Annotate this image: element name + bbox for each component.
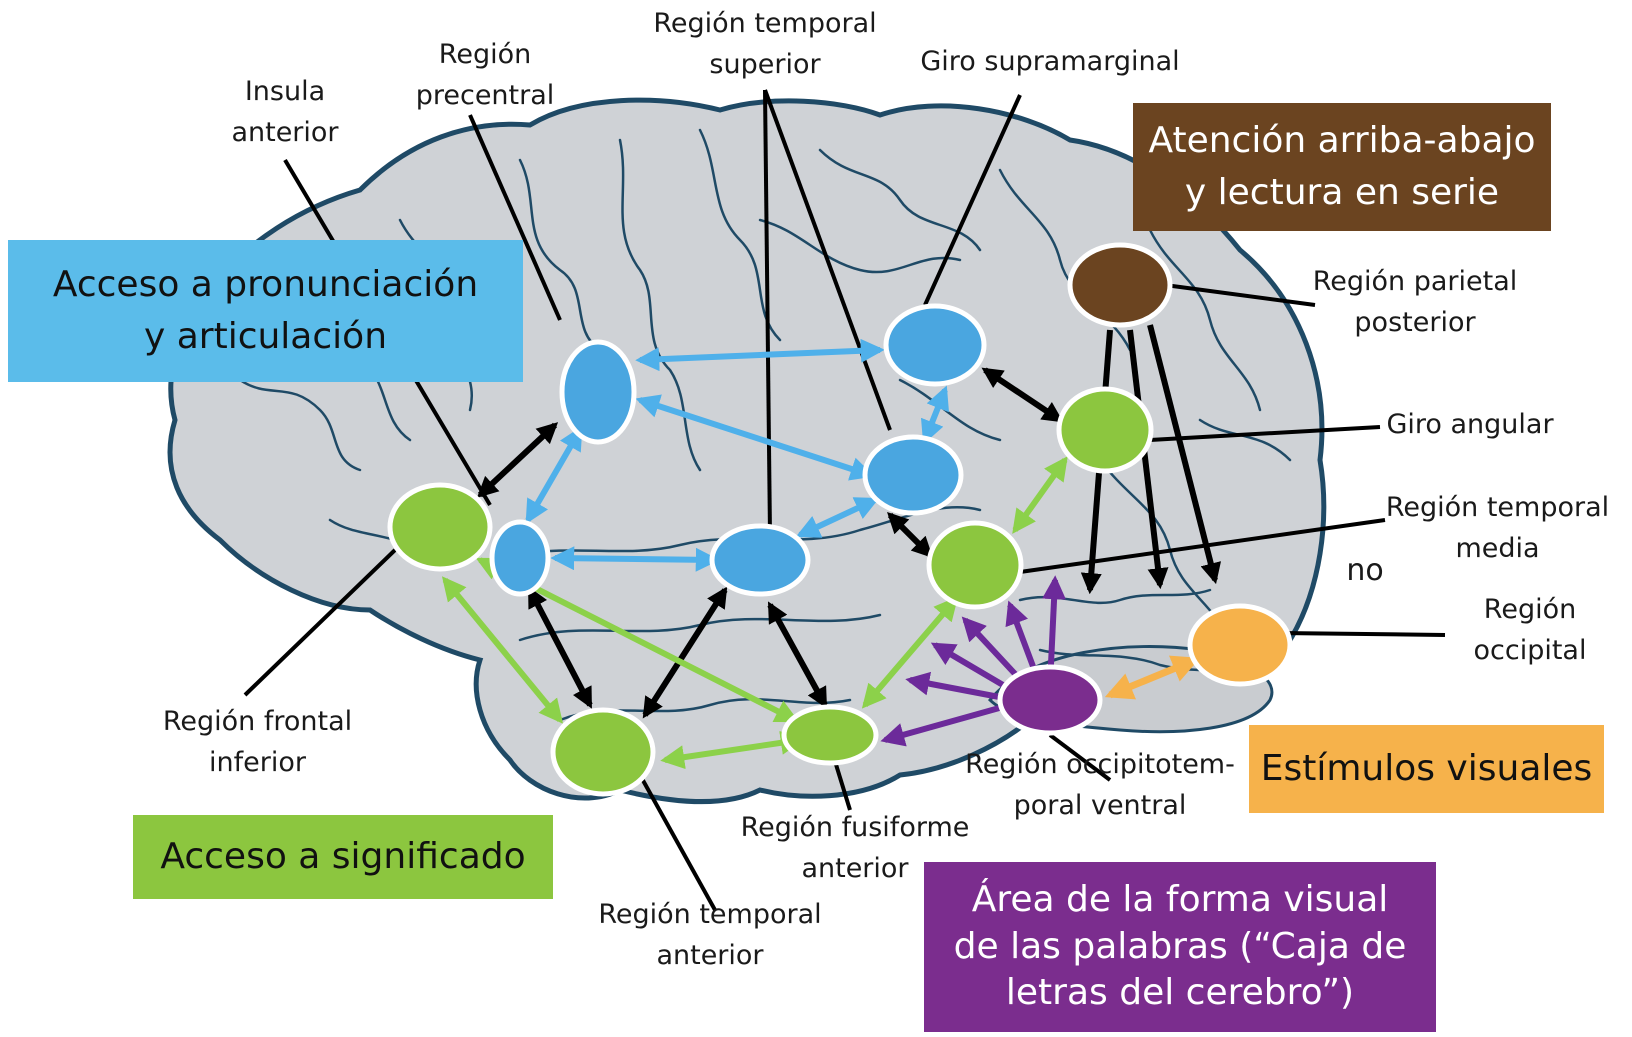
label-fragment: no [1335, 548, 1395, 593]
label-fusiforme-line: anterior [801, 852, 909, 884]
node-temporal-media [926, 520, 1024, 610]
nodes [387, 242, 1293, 797]
label-temporal-superior-line: Región temporal [653, 8, 877, 39]
box-pronunciation-line: Acceso a pronunciación [52, 263, 479, 305]
node-temporal-anterior [550, 707, 656, 797]
label-parietal: Región parietal posterior [1290, 262, 1540, 343]
label-frontal-inferior-line: inferior [209, 746, 306, 778]
label-fusiforme: Región fusiforme anterior [725, 808, 985, 889]
node-occipitotemporal [997, 664, 1103, 736]
orange-connection [1104, 655, 1201, 700]
label-occipital-line: Región [1483, 594, 1577, 625]
label-precentral: Región precentral [395, 35, 575, 116]
label-temporal-media-line: media [1455, 532, 1540, 564]
box-vwfa-line: letras del cerebro”) [1005, 972, 1355, 1014]
label-temporal-superior: Región temporal superior [620, 4, 910, 85]
box-pronunciation: Acceso a pronunciación y articulación [8, 240, 523, 382]
label-temporal-media: Región temporal media [1370, 488, 1625, 569]
label-frontal-inferior: Región frontal inferior [140, 702, 375, 783]
label-angular: Giro angular [1375, 405, 1565, 446]
label-fusiforme-line: Región fusiforme [740, 812, 970, 843]
box-attention-line: y lectura en serie [1184, 172, 1500, 213]
box-vwfa-line: Área de la forma visual [971, 878, 1389, 920]
label-insula-line: Insula [244, 76, 326, 107]
label-occipitotemporal-line: Región occipitotem- [965, 749, 1235, 780]
label-supramarginal: Giro supramarginal [900, 42, 1200, 83]
node-temporal-superior [709, 523, 811, 597]
label-temporal-media-line: Región temporal [1385, 492, 1610, 523]
node-frontal-inferior [387, 482, 493, 572]
label-occipitotemporal-line: poral ventral [1013, 789, 1187, 821]
label-precentral-line: precentral [415, 79, 555, 111]
node-angular [1056, 386, 1154, 474]
node-occipital [1187, 603, 1293, 687]
node-precentral [559, 339, 637, 445]
node-supramarginal [883, 303, 987, 387]
label-insula-line: anterior [231, 116, 339, 148]
label-temporal-anterior: Región temporal anterior [580, 895, 840, 976]
node-temporal-superior-posterior [862, 434, 964, 516]
label-temporal-anterior-line: anterior [656, 939, 764, 971]
node-insula [489, 519, 551, 597]
label-frontal-inferior-line: Región frontal [162, 706, 353, 737]
label-angular-line: Giro angular [1386, 409, 1554, 440]
label-parietal-line: Región parietal [1312, 266, 1518, 297]
label-supramarginal-line: Giro supramarginal [920, 46, 1180, 77]
node-parietal [1067, 242, 1173, 328]
label-occipital: Región occipital [1445, 590, 1615, 671]
node-fusiforme [781, 704, 879, 766]
label-temporal-superior-line: superior [709, 48, 821, 80]
label-insula: Insula anterior [205, 72, 365, 153]
box-visual-line: Estímulos visuales [1260, 747, 1593, 789]
label-precentral-line: Región [438, 39, 532, 70]
box-meaning: Acceso a significado [133, 815, 553, 899]
box-meaning-line: Acceso a significado [160, 835, 526, 877]
box-attention-line: Atención arriba-abajo [1148, 119, 1536, 161]
label-occipitotemporal: Región occipitotem- poral ventral [955, 745, 1245, 826]
box-pronunciation-line: y articulación [143, 316, 388, 357]
box-visual: Estímulos visuales [1249, 725, 1604, 813]
box-vwfa: Área de la forma visual de las palabras … [924, 862, 1436, 1032]
label-temporal-anterior-line: Región temporal [598, 899, 822, 930]
label-parietal-line: posterior [1354, 306, 1476, 338]
label-fragment-line: no [1346, 553, 1384, 588]
box-attention: Atención arriba-abajo y lectura en serie [1133, 103, 1551, 231]
box-vwfa-line: de las palabras (“Caja de [953, 925, 1407, 967]
label-occipital-line: occipital [1473, 634, 1587, 666]
